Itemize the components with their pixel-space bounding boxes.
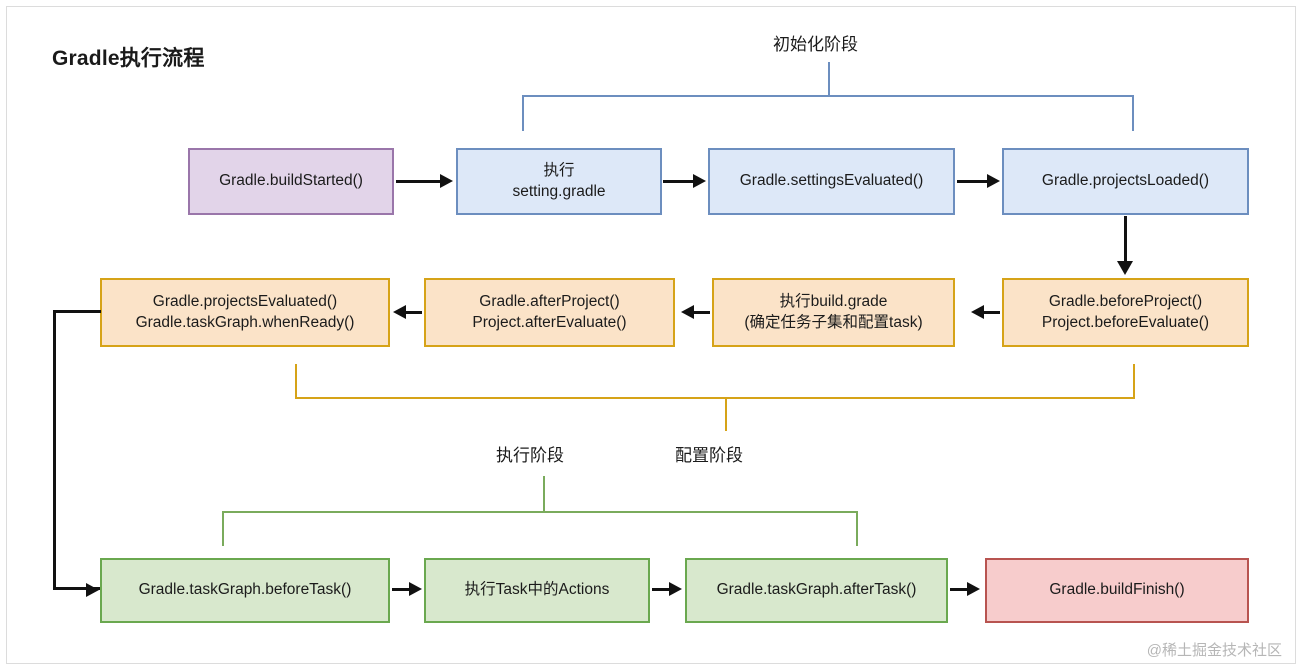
node-before-project[interactable]: Gradle.beforeProject() Project.beforeEva… [1002, 278, 1249, 347]
arrow-projects-loaded-to-before-project [1124, 216, 1127, 262]
node-before-task[interactable]: Gradle.taskGraph.beforeTask() [100, 558, 390, 623]
arrow-build-started-to-settings [396, 180, 440, 183]
arrowhead-settings-to-settings-evaluated [693, 174, 706, 188]
node-run-settings-gradle[interactable]: 执行 setting.gradle [456, 148, 662, 215]
arrowhead-projects-loaded-to-before-project [1117, 261, 1133, 275]
arrowhead-projects-evaluated-to-before-task [86, 583, 99, 597]
arrow-task-actions-to-after-task [652, 588, 670, 591]
node-after-project[interactable]: Gradle.afterProject() Project.afterEvalu… [424, 278, 675, 347]
arrow-settings-to-settings-evaluated [663, 180, 693, 183]
phase-label-configuration: 配置阶段 [675, 446, 743, 465]
node-build-finish[interactable]: Gradle.buildFinish() [985, 558, 1249, 623]
phase-label-execution: 执行阶段 [496, 446, 564, 465]
node-task-actions[interactable]: 执行Task中的Actions [424, 558, 650, 623]
arrowhead-build-grade-to-after-project [681, 305, 694, 319]
node-after-task[interactable]: Gradle.taskGraph.afterTask() [685, 558, 948, 623]
page-title: Gradle执行流程 [52, 47, 205, 70]
phase-stem-execution [543, 476, 545, 512]
node-projects-evaluated[interactable]: Gradle.projectsEvaluated() Gradle.taskGr… [100, 278, 390, 347]
phase-stem-initialization [828, 62, 830, 96]
arrow-projects-evaluated-to-before-task [53, 310, 101, 590]
arrow-after-project-to-projects-evaluated [406, 311, 422, 314]
phase-bracket-initialization [522, 95, 1134, 131]
watermark: @稀土掘金技术社区 [1146, 642, 1282, 659]
node-build-started[interactable]: Gradle.buildStarted() [188, 148, 394, 215]
node-projects-loaded[interactable]: Gradle.projectsLoaded() [1002, 148, 1249, 215]
node-settings-evaluated[interactable]: Gradle.settingsEvaluated() [708, 148, 955, 215]
arrowhead-build-started-to-settings [440, 174, 453, 188]
arrow-settings-evaluated-to-projects-loaded [957, 180, 987, 183]
arrowhead-before-project-to-build-grade [971, 305, 984, 319]
arrowhead-after-task-to-build-finish [967, 582, 980, 596]
arrow-before-project-to-build-grade [984, 311, 1000, 314]
arrowhead-settings-evaluated-to-projects-loaded [987, 174, 1000, 188]
phase-label-initialization: 初始化阶段 [773, 35, 858, 54]
phase-bracket-configuration [295, 364, 1135, 399]
node-run-build-grade[interactable]: 执行build.grade (确定任务子集和配置task) [712, 278, 955, 347]
arrowhead-before-task-to-task-actions [409, 582, 422, 596]
phase-stem-configuration [725, 398, 727, 431]
arrowhead-after-project-to-projects-evaluated [393, 305, 406, 319]
arrow-after-task-to-build-finish [950, 588, 968, 591]
arrow-build-grade-to-after-project [694, 311, 710, 314]
arrow-before-task-to-task-actions [392, 588, 410, 591]
phase-bracket-execution [222, 511, 858, 546]
arrowhead-task-actions-to-after-task [669, 582, 682, 596]
